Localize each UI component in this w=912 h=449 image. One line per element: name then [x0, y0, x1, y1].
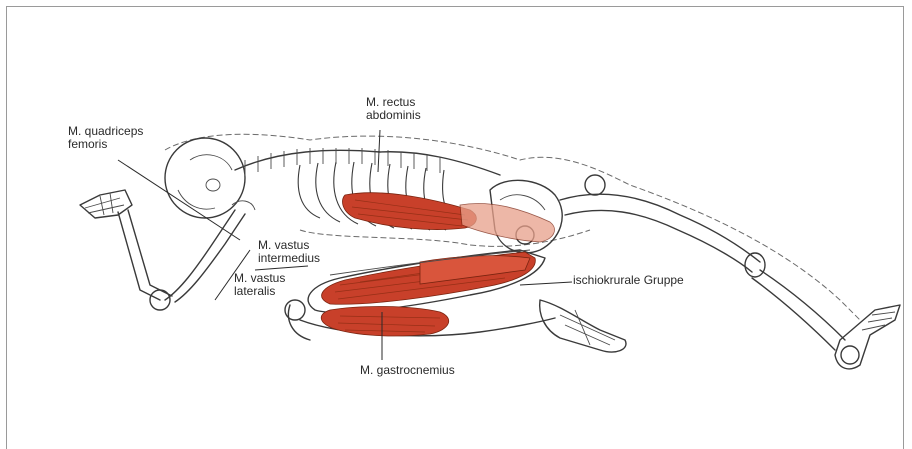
lower-leg: [285, 300, 555, 340]
rectus-abdominis-muscle: [342, 193, 554, 242]
label-rectus-abdominis: M. rectus abdominis: [366, 96, 421, 122]
label-vastus-lat-line2: lateralis: [234, 285, 285, 298]
leader-vastus-lat: [255, 266, 308, 270]
leader-ischio: [520, 282, 572, 285]
skull: [165, 138, 245, 218]
thigh-muscles: [308, 250, 545, 312]
label-vastus-lateralis: M. vastus lateralis: [234, 272, 285, 298]
leader-quadriceps: [118, 160, 240, 240]
label-vastus-int-line2: intermedius: [258, 252, 320, 265]
label-ischiokrurale: ischiokrurale Gruppe: [573, 274, 684, 287]
label-quadriceps-femoris: M. quadriceps femoris: [68, 125, 143, 151]
foot-bent: [540, 300, 626, 352]
label-quadriceps-line2: femoris: [68, 138, 143, 151]
label-gastrocnemius: M. gastrocnemius: [360, 364, 455, 377]
spine: [235, 148, 500, 176]
label-rectus-line2: abdominis: [366, 109, 421, 122]
hand-left: [80, 190, 132, 218]
straight-leg: [560, 175, 900, 369]
label-vastus-intermedius: M. vastus intermedius: [258, 239, 320, 265]
